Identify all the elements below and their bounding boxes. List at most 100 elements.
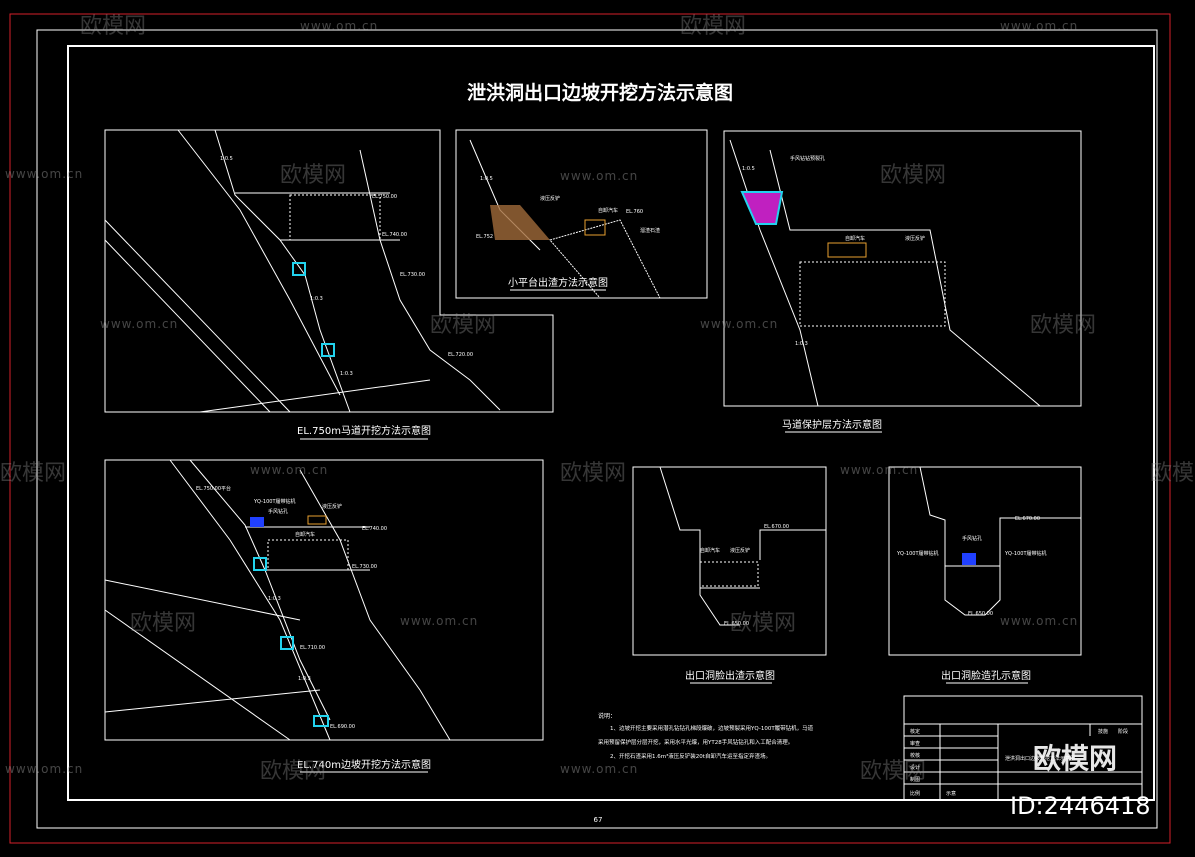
watermark-url: www.om.cn [400,614,478,628]
equipment-label: YQ-100T履带钻机 [896,550,939,557]
equipment-label: YQ-100T履带钻机 [1004,550,1047,557]
equipment-label: 液压反铲 [322,503,342,510]
panel-frame [723,130,1082,407]
rock-line [104,219,291,413]
equipment-label: YQ-100T履带钻机 [253,498,296,505]
elevation-label: EL.720.00 [448,352,473,358]
equipment-label: 自卸汽车 [295,531,315,538]
elevation-label: EL.650.00 [968,611,993,617]
truck [827,242,867,258]
panel-caption: 出口洞脸出渣示意图 [685,669,775,682]
panel-frame [888,466,1082,656]
truck [307,515,327,525]
muck-pile [490,205,550,240]
notes-line: 2、开挖石渣采用1.6m³液压反铲装20t自卸汽车运至指定弃渣场。 [610,752,771,760]
watermark-url: www.om.cn [100,317,178,331]
rock-line [104,609,291,741]
elevation-label: EL.740.00 [382,232,407,238]
slope-label: 1:0.3 [340,371,353,377]
rock-line [104,239,271,413]
panel-caption: EL.740m边坡开挖方法示意图 [297,758,431,771]
drawing-title: 泄洪洞出口边坡开挖方法示意图 [467,81,733,104]
panel-small-platform-mucking: 液压反铲 自卸汽车 EL.752 EL.760 溜渣石渣 1:0.5 小平台出渣… [455,129,708,299]
watermark-brand: 欧模网 [280,163,346,188]
elevation-label: EL.710.00 [300,645,325,651]
watermark-url: www.om.cn [5,762,83,776]
rock-line [104,579,301,621]
notes-line: 采用预留保护层分层开挖，采用水平光爆，用YT28手风钻钻孔和入工配合清理。 [598,738,793,746]
portal-profile [759,529,826,560]
tb-header: 阶段 [1118,728,1128,735]
slope-label: 1:0.5 [220,156,233,162]
notes-heading: 说明： [598,712,616,720]
panel-caption: 马道保护层方法示意图 [782,418,882,431]
equipment-label: 手风钻钻预裂孔 [790,155,825,162]
corner-brand: 欧模网 [1033,742,1117,775]
tb-row-label: 审查 [910,740,920,747]
elevation-label: EL.730.00 [400,272,425,278]
watermark-brand: 欧模网 [430,313,496,338]
inner-frame [67,45,1155,801]
slope-label: 1:0.3 [795,341,808,347]
panel-frame [455,129,708,299]
panel-caption: 小平台出渣方法示意图 [508,276,608,289]
rock-hatch [799,261,946,327]
watermark-url: www.om.cn [700,317,778,331]
watermark-brand: 欧模网 [860,759,926,784]
watermark-brand: 欧模网 [80,14,146,39]
equipment-label: 自卸汽车 [845,235,865,242]
title-block: 核定 审查 校核 设计 制图 比例 示意 技施 阶段 泄洪洞出口边坡开挖方法示意… [903,695,1143,801]
watermark-layer: 欧模网 www.om.cn 欧模网 www.om.cn 欧模网 www.om.c… [0,14,1195,784]
slope-line [729,139,819,407]
slope-line [177,129,341,396]
material-label: 溜渣石渣 [640,227,660,234]
watermark-url: www.om.cn [1000,19,1078,33]
terrain-line [769,149,1041,407]
watermark-url: www.om.cn [560,762,638,776]
watermark-brand: 欧模网 [730,611,796,636]
watermark-brand: 欧模网 [560,461,626,486]
watermark-url: www.om.cn [250,463,328,477]
slope-label: 1:0.3 [310,296,323,302]
tb-row-label: 设计 [910,764,920,771]
tb-row-label: 制图 [910,776,920,783]
panel-frame [104,459,544,741]
watermark-url: www.om.cn [560,169,638,183]
panel-frame [104,129,554,413]
elevation-label: EL.690.00 [330,724,355,730]
rock-hatch [289,194,381,241]
presplit-marker [321,343,335,357]
notes: 说明： 1、边坡开挖主要采用潜孔钻钻孔梯段爆破，边坡预裂采用YQ-100T履带钻… [598,712,814,760]
watermark-url: www.om.cn [300,19,378,33]
panel-el740-excavation: EL.750.00平台 YQ-100T履带钻机 手风钻孔 液压反铲 自卸汽车 E… [104,459,544,773]
truck [584,219,606,236]
portal-profile [659,466,740,626]
watermark-brand: 欧模网 [0,461,66,486]
notes-line: 1、边坡开挖主要采用潜孔钻钻孔梯段爆破，边坡预裂采用YQ-100T履带钻机，马道 [610,724,814,732]
tb-header: 技施 [1098,728,1108,735]
tb-drawing-name: 泄洪洞出口边坡开挖方法示意图 [1005,755,1075,762]
tb-scale: 示意 [946,790,956,797]
terrain-line [359,149,501,411]
presplit-marker [292,262,306,276]
elevation-label: EL.730.00 [352,564,377,570]
tb-row-label: 比例 [910,790,920,797]
elevation-label: EL.670.00 [1015,516,1040,522]
presplit-marker [313,715,329,727]
rock-line [199,379,431,413]
elevation-label: EL.650.00 [724,621,749,627]
elevation-label: EL.750.00 [372,194,397,200]
panel-portal-mucking: EL.670.00 自卸汽车 液压反铲 EL.650.00 出口洞脸出渣示意图 [632,466,827,684]
rock-hatch [699,561,759,587]
panel-caption: 出口洞脸造孔示意图 [941,669,1031,682]
rock-fill [549,219,661,299]
rock-hatch [267,539,349,571]
terrain-line [299,469,451,741]
protection-layer [740,191,784,225]
elevation-label: EL.760 [626,209,643,215]
portal-profile [919,466,1081,616]
panel-el750-excavation: EL.750.00 EL.740.00 EL.730.00 EL.720.00 … [104,129,554,440]
tb-row-label: 校核 [910,752,920,759]
presplit-marker [280,636,294,650]
equipment-label: 自卸汽车 [598,207,618,214]
